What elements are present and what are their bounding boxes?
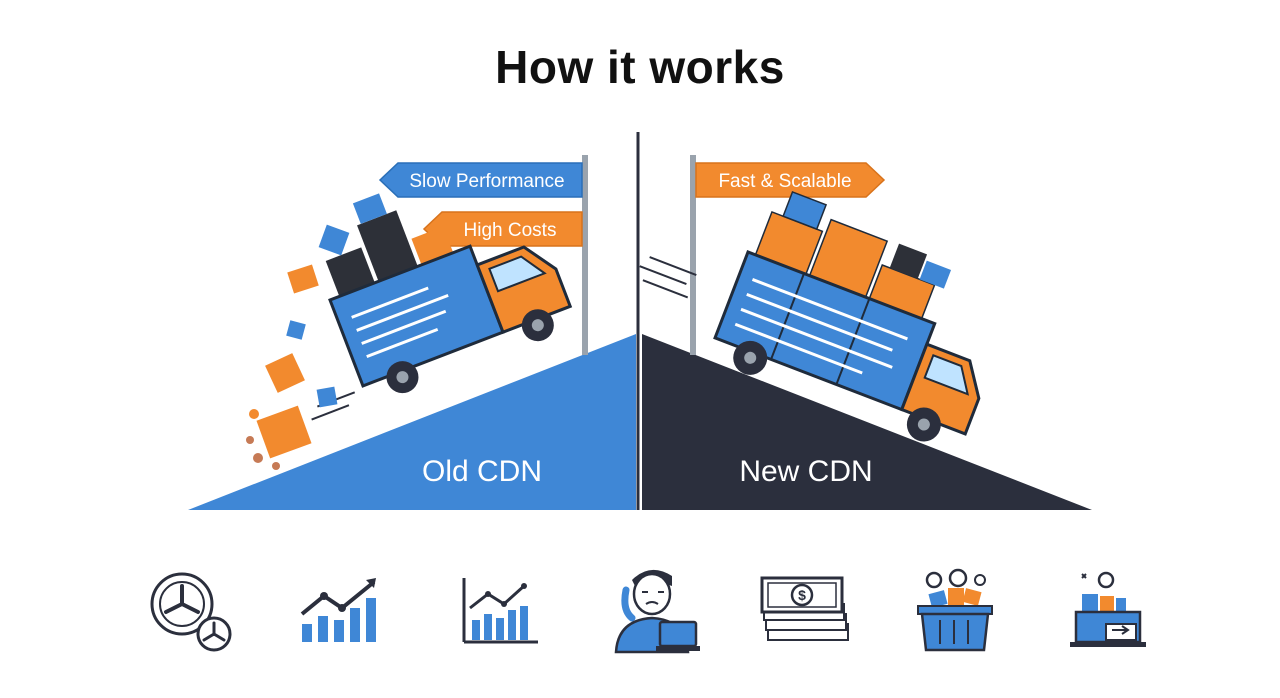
old-cdn-ramp — [188, 334, 636, 510]
new-cdn-label: New CDN — [739, 455, 872, 488]
icon-row: $ — [0, 560, 1280, 660]
comparison-scene: Old CDN New CDN Slow Performance High Co… — [188, 132, 1092, 510]
line-bar-chart-icon — [450, 560, 550, 660]
high-costs-sign — [422, 211, 583, 247]
new-truck — [639, 190, 981, 442]
fast-scalable-sign — [695, 162, 886, 198]
falling-boxes — [246, 224, 350, 470]
page-title: How it works — [495, 41, 785, 93]
left-signpost: Slow Performance High Costs — [378, 155, 588, 355]
svg-text:$: $ — [798, 587, 806, 603]
box-delivery-icon — [1058, 560, 1158, 660]
old-cdn-label: Old CDN — [422, 455, 542, 488]
new-cdn-ramp — [642, 334, 1092, 510]
rising-bar-chart-icon — [290, 560, 390, 660]
fast-scalable-text: Fast & Scalable — [718, 171, 851, 192]
stressed-person-laptop-icon — [602, 560, 702, 660]
right-signpost: Fast & Scalable — [690, 155, 886, 355]
gear-fan-icon — [140, 560, 240, 660]
high-costs-text: High Costs — [464, 220, 557, 241]
slow-performance-text: Slow Performance — [409, 171, 564, 192]
cash-stack-icon: $ — [754, 560, 854, 660]
slow-performance-sign — [378, 162, 583, 198]
overflowing-basket-icon — [906, 560, 1006, 660]
old-truck — [311, 193, 573, 421]
